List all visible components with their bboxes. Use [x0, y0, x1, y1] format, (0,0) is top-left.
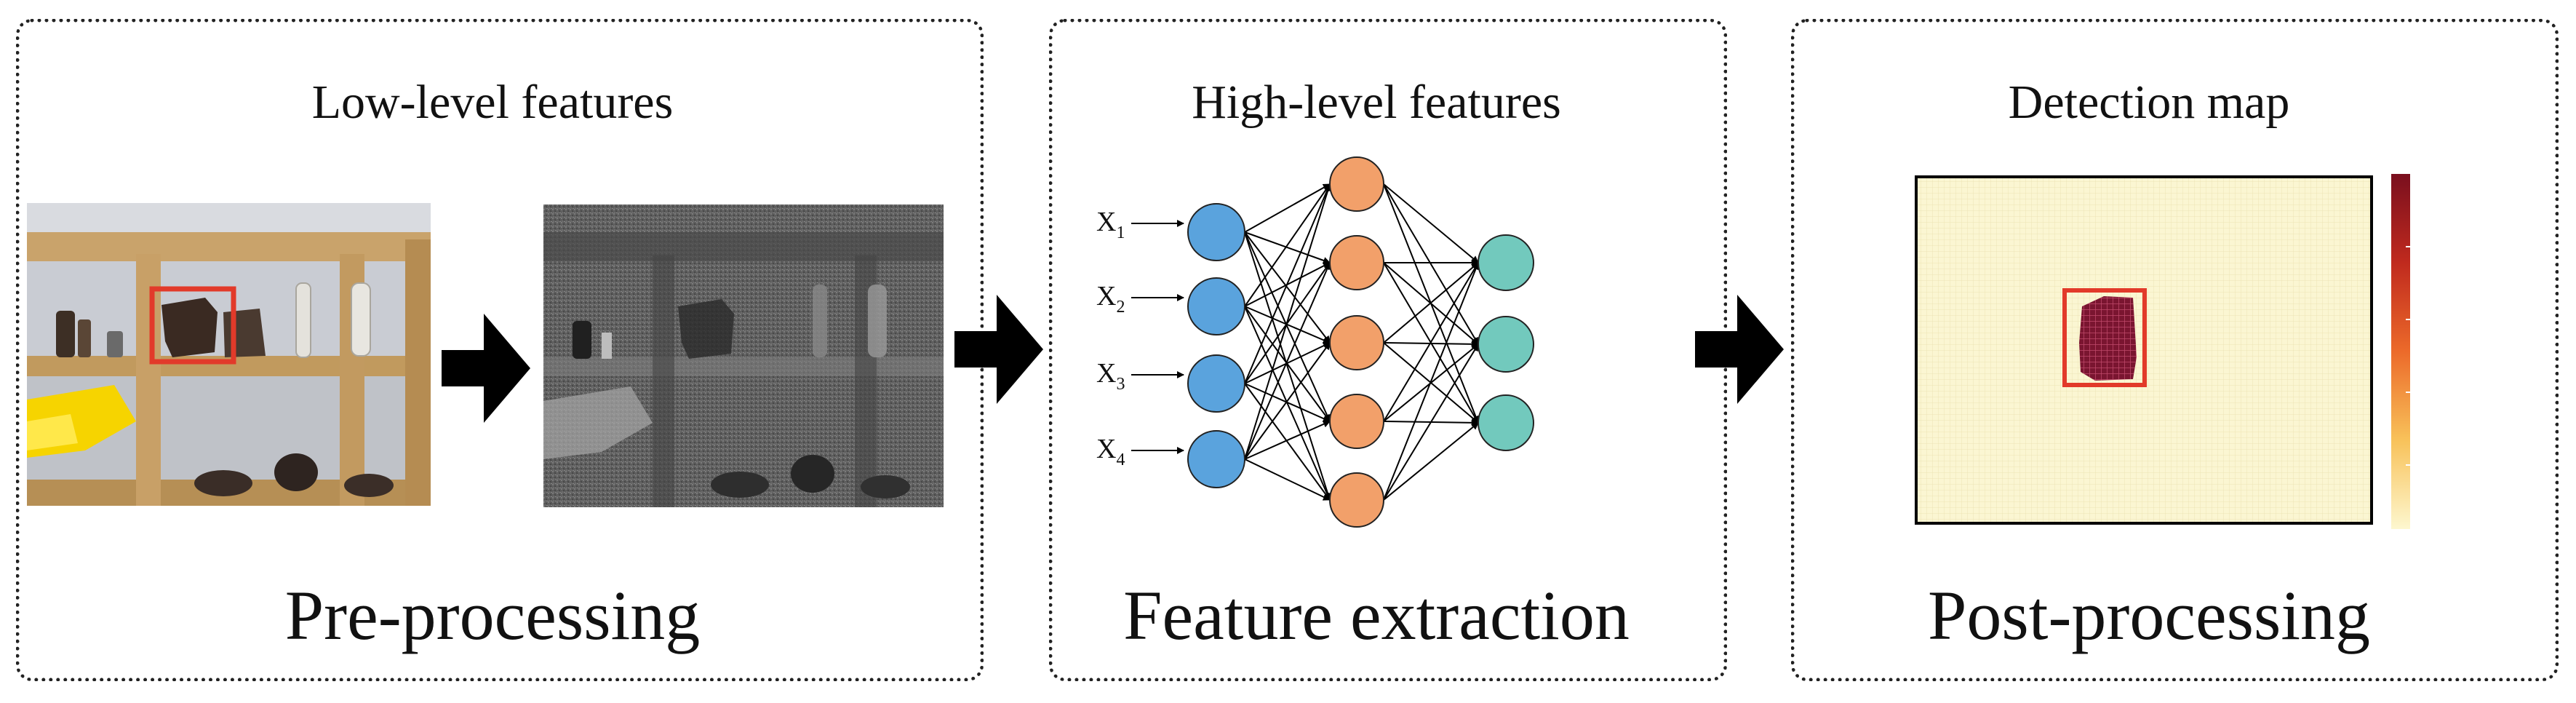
connection-edge	[1244, 231, 1331, 264]
connection-edge	[1244, 183, 1331, 384]
connection-edge	[1383, 183, 1479, 263]
connection-edge	[1244, 306, 1331, 344]
preprocessing-panel: Low-level features	[16, 19, 984, 681]
detection-map	[1915, 175, 2373, 525]
output-node	[1478, 234, 1534, 291]
input-label-x1: X1	[1096, 207, 1125, 242]
processed-image	[543, 204, 944, 507]
connection-edge	[1244, 342, 1331, 384]
connection-edge	[1383, 262, 1479, 343]
input-node	[1187, 354, 1245, 413]
shelf-photo	[27, 203, 431, 506]
connection-edge	[1383, 422, 1479, 501]
connection-edge	[1244, 231, 1332, 501]
arrow-right-icon	[1695, 295, 1784, 404]
connection-edge	[1383, 343, 1479, 501]
connection-edge	[1383, 183, 1479, 345]
connection-edge	[1244, 231, 1331, 422]
connection-edge	[1244, 183, 1331, 307]
postprocessing-label: Post-processing	[1928, 576, 2370, 654]
connection-edge	[1383, 262, 1479, 422]
low-level-features-title: Low-level features	[311, 76, 674, 129]
detection-map-title: Detection map	[2008, 76, 2290, 129]
input-node	[1187, 430, 1245, 488]
postprocessing-panel: Detection map	[1791, 19, 2559, 681]
input-label-x3: X3	[1096, 358, 1125, 394]
connection-edge	[1244, 421, 1331, 460]
detection-blob	[2079, 296, 2137, 381]
output-node	[1478, 394, 1534, 451]
high-level-features-title: High-level features	[1192, 76, 1561, 129]
input-image	[27, 203, 431, 506]
connection-edge	[1244, 458, 1331, 501]
preprocessing-label: Pre-processing	[284, 576, 701, 654]
hidden-node	[1329, 394, 1384, 449]
connection-edge	[1383, 340, 1479, 348]
connection-edge	[1244, 383, 1331, 501]
arrow-right-icon	[442, 314, 530, 423]
connection-edge	[1244, 231, 1331, 343]
feature-extraction-label: Feature extraction	[1123, 576, 1630, 654]
connection-edge	[1244, 383, 1331, 422]
output-node	[1478, 316, 1534, 373]
colorbar	[2391, 174, 2410, 529]
connection-edge	[1244, 262, 1331, 460]
connection-edge	[1383, 262, 1480, 501]
hidden-node	[1329, 156, 1384, 212]
input-node	[1187, 203, 1245, 261]
input-label-x2: X2	[1096, 281, 1125, 317]
hidden-node	[1329, 472, 1384, 528]
connection-edge	[1244, 183, 1332, 460]
input-node	[1187, 277, 1245, 335]
grayscale-feature-map	[543, 204, 944, 507]
region-highlight-box	[149, 286, 236, 365]
hidden-node	[1329, 235, 1384, 290]
detection-box	[2062, 288, 2147, 387]
connection-edge	[1244, 183, 1331, 233]
input-label-x4: X4	[1096, 434, 1125, 469]
connection-edge	[1244, 342, 1331, 460]
arrow-right-icon	[954, 295, 1043, 404]
hidden-node	[1329, 315, 1384, 370]
